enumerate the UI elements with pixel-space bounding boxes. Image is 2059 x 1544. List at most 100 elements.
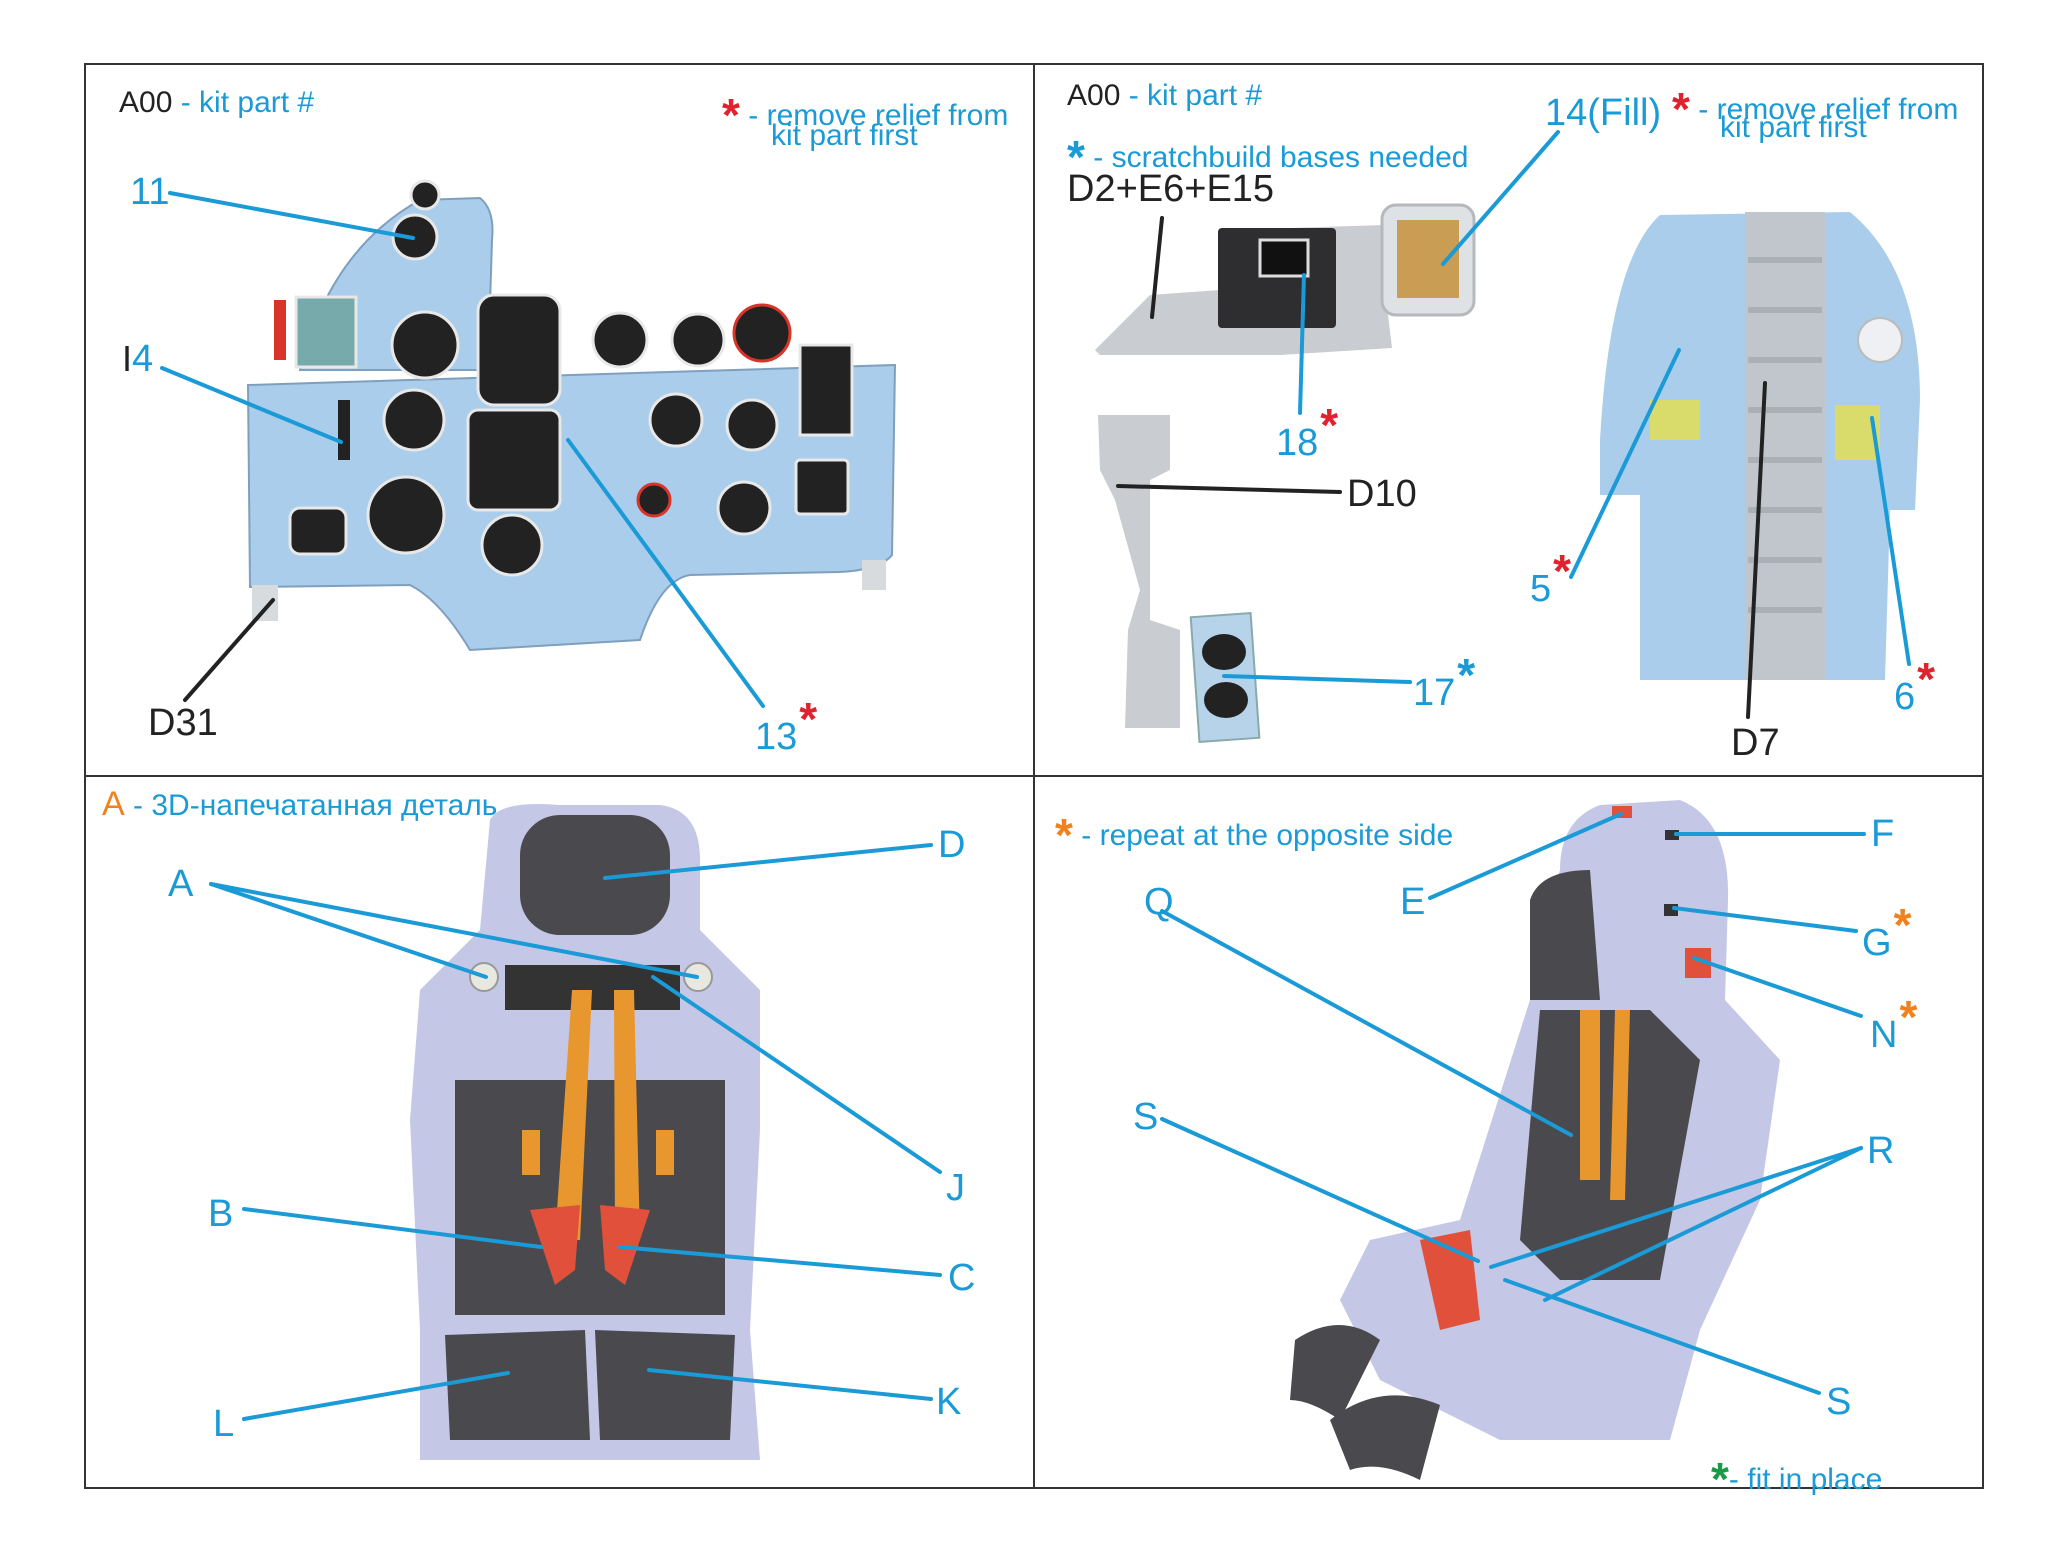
leader-c — [618, 1245, 942, 1277]
side-wall-lamp — [1857, 317, 1903, 363]
console-display — [1258, 238, 1310, 278]
callout-13-text: 13 — [755, 716, 798, 758]
callout-c: C — [948, 1257, 976, 1299]
red-handle — [274, 300, 286, 360]
legend-3d-text: - 3D-напечатанная деталь — [133, 789, 498, 822]
callout-4: Ⅰ4 — [122, 340, 153, 378]
callout-s-upper: S — [1133, 1096, 1159, 1138]
leader-n — [1692, 956, 1863, 1018]
display-screen — [798, 343, 854, 437]
side-leg-pad-rear — [1330, 1395, 1440, 1480]
callout-q: Q — [1144, 881, 1174, 923]
ejection-handle-left — [530, 1205, 580, 1285]
legend-kit-part: A00 - kit part # — [119, 88, 314, 118]
legend-scratchbuild-text: - scratchbuild bases needed — [1093, 141, 1469, 174]
leader-d — [603, 843, 933, 880]
gauge — [480, 513, 544, 577]
callout-18: 18* — [1276, 402, 1338, 464]
red-asterisk-icon: * — [1320, 399, 1339, 451]
orange-asterisk-icon: * — [1893, 899, 1912, 951]
gauge — [636, 482, 672, 518]
legend-repeat-text: - repeat at the opposite side — [1081, 819, 1454, 852]
callout-11: 11 — [130, 171, 170, 213]
shoulder-strap-left — [555, 990, 592, 1240]
callout-17: 17* — [1413, 652, 1475, 714]
leader-d10 — [1116, 484, 1342, 494]
placard-f — [1665, 830, 1679, 840]
leader-d7 — [1746, 381, 1767, 719]
gauge-cluster — [288, 179, 854, 577]
leg-pad-left — [445, 1330, 590, 1440]
callout-5: 5* — [1530, 548, 1571, 608]
red-asterisk-icon: * — [1553, 545, 1572, 597]
callout-n-text: N — [1870, 1014, 1898, 1056]
callout-g-text: G — [1862, 922, 1892, 964]
leader-14 — [1441, 130, 1560, 266]
text-cursor-icon: Ⅰ — [122, 341, 133, 379]
leg-pad-right — [595, 1330, 735, 1440]
harness-bar — [505, 965, 680, 1010]
lap-strap-right — [656, 1130, 674, 1175]
switch-block — [794, 458, 850, 516]
legend-kit-part-code: A00 — [1067, 79, 1121, 112]
gauge — [390, 310, 460, 380]
gauge — [670, 312, 726, 368]
callout-4-text: 4 — [132, 338, 154, 380]
instrument-panel-foot-left — [252, 585, 278, 621]
adi-gauge — [476, 293, 562, 407]
callout-14-fill: 14(Fill) — [1545, 92, 1662, 134]
gauge — [725, 398, 779, 452]
gauge — [366, 475, 446, 555]
cyan-asterisk-icon: * — [1067, 131, 1085, 183]
legend-repeat-opposite: * - repeat at the opposite side — [1055, 806, 1454, 858]
instrument-panel-foot-right — [862, 560, 886, 590]
legend-remove-relief: * - remove relief from — [722, 86, 1009, 138]
side-wall-rail — [1745, 212, 1825, 680]
callout-r: R — [1867, 1130, 1895, 1172]
callout-d10: D10 — [1347, 473, 1417, 515]
side-headrest-cushion — [1530, 870, 1600, 1000]
ejection-handle-right — [600, 1205, 650, 1285]
leader-r-1 — [1489, 1146, 1863, 1269]
control-lever — [338, 400, 350, 460]
leader-11 — [168, 191, 415, 240]
legend-remove-line2: kit part first — [1720, 111, 1867, 144]
legend-3d-code: A — [102, 785, 125, 823]
hsi-gauge — [466, 408, 562, 512]
callout-k: K — [936, 1381, 962, 1423]
leader-k — [647, 1368, 933, 1401]
leader-a-right — [209, 882, 699, 979]
leader-d31 — [183, 598, 275, 702]
side-shoulder-straps — [1580, 1010, 1630, 1200]
legend-kit-part-code: A00 — [119, 86, 173, 119]
legend-fit-text: - fit in place — [1728, 1463, 1883, 1496]
lap-strap-left — [522, 1130, 540, 1175]
gauge — [716, 480, 772, 536]
throttle-gauge — [1202, 634, 1246, 670]
callout-17-text: 17 — [1413, 672, 1456, 714]
callout-18-text: 18 — [1276, 422, 1319, 464]
gauge — [591, 311, 649, 369]
callout-s-lower: S — [1826, 1381, 1852, 1423]
callout-g: G* — [1862, 902, 1911, 964]
legend-remove-line2: kit part first — [771, 119, 918, 152]
gauge — [648, 392, 704, 448]
leader-s1 — [1160, 1117, 1480, 1263]
leader-r-2 — [1543, 1146, 1863, 1302]
callout-e: E — [1400, 881, 1426, 923]
leader-j — [651, 975, 942, 1174]
callout-d: D — [938, 824, 966, 866]
leader-d2 — [1150, 216, 1164, 319]
legend-remove-line1: - remove relief from — [1698, 93, 1959, 126]
legend-remove-line1: - remove relief from — [748, 99, 1009, 132]
leader-e — [1428, 812, 1623, 900]
leader-5 — [1569, 348, 1681, 579]
callout-d31: D31 — [148, 702, 218, 744]
gauge — [732, 303, 792, 363]
callout-a: A — [168, 863, 194, 905]
callout-13: 13* — [755, 696, 817, 758]
callout-b: B — [208, 1193, 234, 1235]
leader-a-left — [209, 882, 488, 979]
